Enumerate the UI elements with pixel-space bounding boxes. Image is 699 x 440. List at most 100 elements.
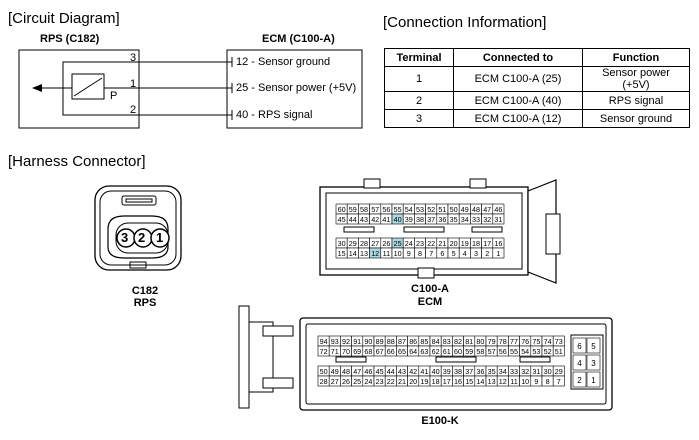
pin-number: 20 (409, 377, 417, 386)
pin-number: 19 (420, 377, 428, 386)
pin-number: 76 (521, 337, 529, 346)
pin-number: 59 (465, 347, 473, 356)
pin-number: 58 (476, 347, 484, 356)
pin-number: 14 (476, 377, 484, 386)
pin-number: 54 (521, 347, 529, 356)
pin-number: 31 (532, 367, 540, 376)
table-cell: 2 (384, 91, 454, 110)
c182-name: RPS (133, 297, 157, 309)
pin-number: 1 (496, 249, 500, 258)
pin-cell (492, 247, 505, 259)
pin-number: 29 (349, 239, 357, 248)
table-cell: RPS signal (582, 91, 690, 110)
side-pin-cell (572, 371, 587, 388)
pin-number: 94 (320, 337, 328, 346)
table-cell: ECM C100-A (25) (453, 66, 583, 92)
pin-number: 67 (376, 347, 384, 356)
pin-number: 24 (364, 377, 372, 386)
pin-number: 85 (420, 337, 428, 346)
side-pin-number: 6 (577, 342, 582, 351)
pin-number: 22 (427, 239, 435, 248)
side-pin-number: 2 (577, 376, 582, 385)
pin-number: 91 (353, 337, 361, 346)
pin-number: 48 (342, 367, 350, 376)
pin-number: 45 (338, 215, 346, 224)
pin-cell (552, 375, 565, 387)
pin-number: 20 (450, 239, 458, 248)
table-row: 2 ECM C100-A (40) RPS signal (384, 91, 690, 110)
pin-number: 87 (398, 337, 406, 346)
pin-number: 51 (438, 205, 446, 214)
pin-number: 17 (443, 377, 451, 386)
c100a-code: C100-A (411, 283, 449, 295)
pin-number: 36 (476, 367, 484, 376)
pin-number: 40 (394, 215, 402, 224)
pin-number: 92 (342, 337, 350, 346)
pin-number: 71 (331, 347, 339, 356)
pin-number: 48 (472, 205, 480, 214)
pin-number: 68 (364, 347, 372, 356)
table-header-row: Terminal Connected to Function (384, 48, 690, 67)
pin-number: 26 (382, 239, 390, 248)
pin-number: 9 (407, 249, 411, 258)
pin-number: 19 (461, 239, 469, 248)
side-pin-cell (586, 337, 601, 354)
connection-section-title: [Connection Information] (383, 14, 547, 31)
pin-number: 28 (360, 239, 368, 248)
pin-number: 49 (461, 205, 469, 214)
ecm-pin-12-label: 12 - Sensor ground (236, 56, 331, 68)
side-pin-number: 3 (591, 359, 596, 368)
pin-number: 43 (398, 367, 406, 376)
pin-number: 34 (499, 367, 507, 376)
pin-number: 54 (405, 205, 413, 214)
pin-number: 47 (353, 367, 361, 376)
column-header: Terminal (384, 48, 454, 67)
c182-pin: 2 (138, 230, 146, 245)
pin-number: 61 (443, 347, 451, 356)
pin-number: 90 (364, 337, 372, 346)
pin-number: 55 (510, 347, 518, 356)
pin-number: 30 (338, 239, 346, 248)
pin-number: 51 (555, 347, 563, 356)
harness-section-title: [Harness Connector] (8, 153, 146, 170)
pin-number: 10 (394, 249, 402, 258)
pin-number: 38 (454, 367, 462, 376)
pin-number: 56 (499, 347, 507, 356)
pin-number: 46 (494, 205, 502, 214)
pin-number: 25 (394, 239, 402, 248)
pin-number: 42 (371, 215, 379, 224)
side-pin-cell (586, 354, 601, 371)
pin-number: 17 (483, 239, 491, 248)
pin-number: 18 (472, 239, 480, 248)
column-header: Connected to (453, 48, 583, 67)
pin-number: 88 (387, 337, 395, 346)
pin-number: 79 (488, 337, 496, 346)
pin-number: 31 (494, 215, 502, 224)
column-header: Function (582, 48, 690, 67)
pin-number: 9 (534, 377, 538, 386)
pin-number: 49 (331, 367, 339, 376)
pin-number: 41 (420, 367, 428, 376)
pin-number: 40 (432, 367, 440, 376)
pin-number: 25 (353, 377, 361, 386)
sensor-pin-label: 2 (130, 104, 137, 116)
pin-number: 7 (557, 377, 561, 386)
c182-connector (94, 185, 182, 271)
pin-number: 72 (320, 347, 328, 356)
pin-number: 64 (409, 347, 417, 356)
pin-number: 41 (382, 215, 390, 224)
pin-number: 46 (364, 367, 372, 376)
pin-number: 27 (371, 239, 379, 248)
pin-number: 32 (483, 215, 491, 224)
pin-number: 21 (438, 239, 446, 248)
pin-number: 83 (443, 337, 451, 346)
pin-cell (492, 213, 505, 225)
c182-code: C182 (131, 285, 159, 297)
pin-number: 80 (476, 337, 484, 346)
sensor-pin-label: 1 (130, 78, 137, 90)
pin-number: 16 (454, 377, 462, 386)
